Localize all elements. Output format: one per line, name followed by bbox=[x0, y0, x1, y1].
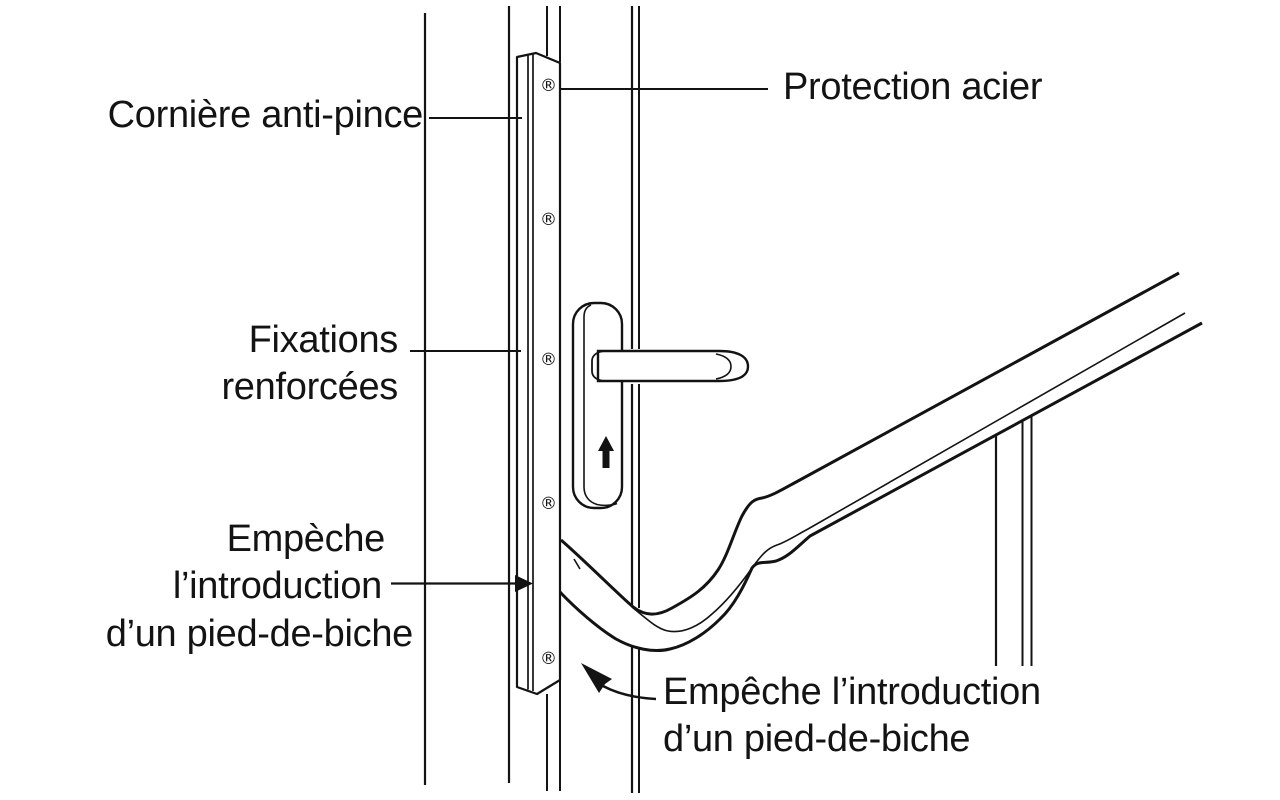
crowbar bbox=[557, 271, 1203, 666]
arrowhead-right-icon bbox=[515, 575, 533, 592]
label-empeche-left-line1: Empèche bbox=[226, 518, 386, 560]
crowbar-fold-edge bbox=[631, 312, 1186, 633]
door-edge-lines bbox=[630, 6, 640, 793]
label-empeche-left-line2: l’introduction bbox=[172, 565, 382, 607]
crowbar-bottom-edge bbox=[557, 321, 1203, 653]
strip-body bbox=[515, 51, 562, 696]
handle-plate bbox=[571, 301, 624, 510]
door-frame-lines bbox=[423, 6, 561, 791]
security-strip: ® ® ® ® ® bbox=[515, 51, 562, 696]
annotations bbox=[391, 88, 768, 701]
label-fixations-line1: Fixations bbox=[248, 319, 399, 361]
crowbar-blade-mark bbox=[573, 558, 581, 570]
screw-icon: ® bbox=[540, 649, 557, 669]
label-protection-acier: Protection acier bbox=[783, 66, 1043, 108]
label-empeche-right-line2: d’un pied-de-biche bbox=[663, 718, 971, 760]
handle-neck-line bbox=[591, 350, 606, 382]
screw-icon: ® bbox=[540, 210, 557, 230]
curved-arrow-tail bbox=[602, 684, 657, 701]
crowbar-top-edge bbox=[560, 271, 1180, 616]
label-fixations-line2: renforcées bbox=[221, 366, 398, 408]
door-handle-lever bbox=[596, 349, 750, 383]
arrowhead-upleft-icon bbox=[581, 663, 612, 693]
keyhole-arrow-icon bbox=[598, 436, 614, 468]
handle-cap-line bbox=[715, 353, 732, 380]
door-handle-assembly bbox=[571, 301, 750, 510]
label-corniere-anti-pince: Cornière anti-pince bbox=[107, 94, 424, 136]
handle-plate-bevel bbox=[583, 304, 618, 507]
screw-icon: ® bbox=[540, 76, 557, 96]
screw-icon: ® bbox=[540, 494, 557, 514]
screw-icon: ® bbox=[540, 350, 557, 370]
label-empeche-left-line3: d’un pied-de-biche bbox=[105, 613, 414, 655]
label-empeche-right-line1: Empêche l’introduction bbox=[663, 671, 1041, 713]
